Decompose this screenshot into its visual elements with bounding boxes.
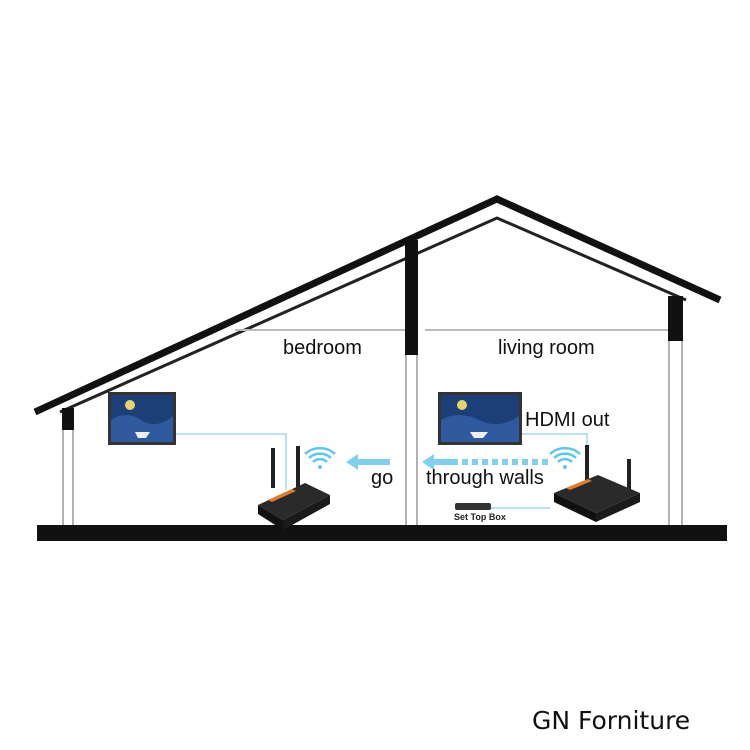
roof-inner <box>59 216 687 414</box>
bedroom-label: bedroom <box>283 337 362 359</box>
set-top-box <box>455 503 491 510</box>
through-walls-label: through walls <box>426 467 544 489</box>
right-wall-top <box>668 296 683 341</box>
wifi-icon <box>549 446 581 469</box>
bedroom-cable <box>176 433 287 490</box>
floor <box>37 525 727 541</box>
left-wall-top <box>62 408 74 430</box>
roof <box>33 195 722 416</box>
wifi-icon <box>304 446 336 469</box>
transmitter-router <box>554 445 640 522</box>
watermark: GN Forniture <box>532 706 691 735</box>
signal-arrow <box>346 454 452 470</box>
go-label: go <box>371 467 394 489</box>
center-wall-top <box>405 240 418 355</box>
hdmi-out-label: HDMI out <box>525 409 610 431</box>
receiver-router <box>258 446 330 530</box>
set-top-box-label: Set Top Box <box>454 512 506 522</box>
living-room-label: living room <box>498 337 595 359</box>
bedroom-tv <box>108 392 176 445</box>
living-room-tv <box>438 392 522 445</box>
